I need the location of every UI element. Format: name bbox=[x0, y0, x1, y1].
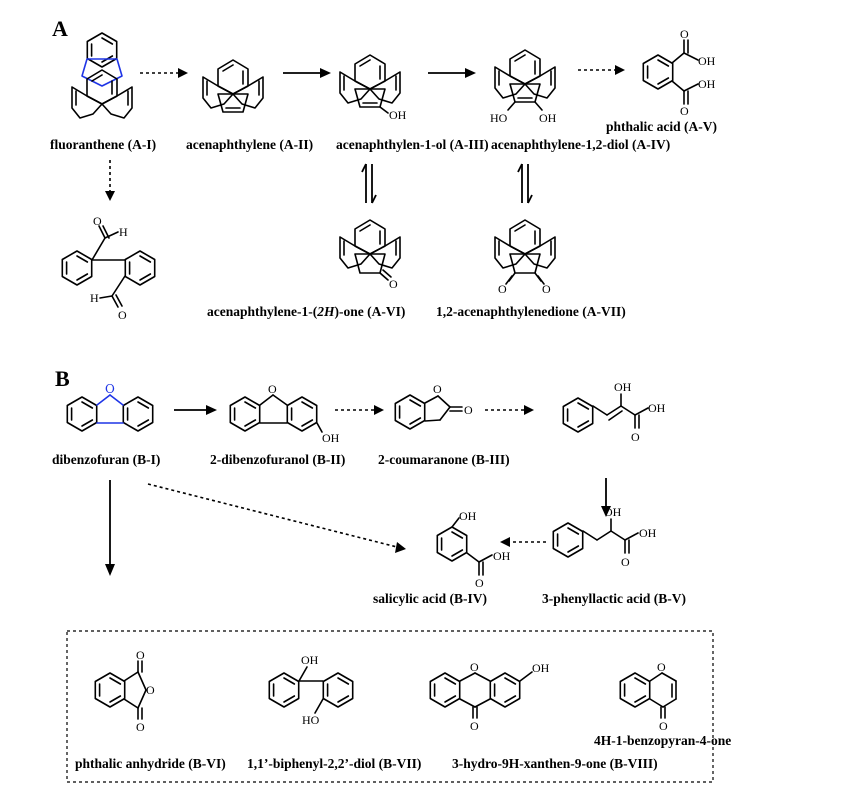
label-salicylic-acid: salicylic acid (B-IV) bbox=[373, 591, 487, 606]
panel-label-b: B bbox=[55, 366, 70, 391]
label-acenaphthylenedione: 1,2-acenaphthylenedione (A-VII) bbox=[436, 304, 626, 319]
label-coumaranone: 2-coumaranone (B-III) bbox=[378, 452, 510, 467]
atom-oh-bvii-top: OH bbox=[301, 653, 319, 667]
atom-o-chromone-carbonyl: O bbox=[659, 719, 668, 733]
acenaphthylen-1-ol-structure bbox=[339, 54, 401, 114]
label-avi-part2: )-one (A-VI) bbox=[335, 304, 406, 319]
phenyllactic-acid-structure bbox=[552, 518, 639, 558]
atom-o-avii-right: O bbox=[542, 282, 551, 296]
arrow-aiii-to-aiv bbox=[428, 68, 476, 78]
atom-oh-biv-acid: OH bbox=[493, 549, 511, 563]
atom-o-bvi-top: O bbox=[136, 648, 145, 662]
acenaphthylene-structure bbox=[202, 59, 264, 113]
atom-o-av-bottom: O bbox=[680, 104, 689, 118]
label-hydroxyxanthenone: 3-hydro-9H-xanthen-9-one (B-VIII) bbox=[452, 756, 658, 771]
label-phenyllactic-acid: 3-phenyllactic acid (B-V) bbox=[542, 591, 686, 606]
label-dibenzofuranol: 2-dibenzofuranol (B-II) bbox=[210, 452, 345, 467]
arrow-ai-to-aii bbox=[140, 68, 188, 78]
atom-o-av-top: O bbox=[680, 27, 689, 41]
atom-o-bvi-ring: O bbox=[146, 683, 155, 697]
equilibrium-aiv-avii bbox=[517, 163, 533, 204]
phthalic-acid-structure bbox=[642, 39, 699, 105]
atom-o-bviii-carbonyl: O bbox=[470, 719, 479, 733]
biphenyl-diol-structure bbox=[268, 666, 354, 714]
arrow-bi-to-biv bbox=[147, 483, 406, 553]
dibenzofuran-structure bbox=[66, 394, 154, 432]
atom-o-enol-acid: O bbox=[631, 430, 640, 444]
acenaphthylenedione-structure bbox=[494, 219, 556, 285]
atom-o-biii-ring: O bbox=[433, 382, 442, 396]
label-acenaphthylene: acenaphthylene (A-II) bbox=[186, 137, 313, 152]
atom-ho-aiv: HO bbox=[490, 111, 508, 125]
equilibrium-aiii-avi bbox=[361, 163, 377, 204]
dibenzofuranol-structure bbox=[229, 394, 323, 433]
arrow-enol-to-bv bbox=[601, 478, 611, 517]
label-phthalic-anhydride: phthalic anhydride (B-VI) bbox=[75, 756, 226, 771]
atom-o-avi: O bbox=[389, 277, 398, 291]
fluoranthene-structure bbox=[71, 32, 133, 119]
arrow-bi-down bbox=[105, 480, 115, 576]
label-fluoranthene: fluoranthene (A-I) bbox=[50, 137, 156, 152]
arrow-bii-to-biii bbox=[335, 405, 384, 415]
atom-oh-bii: OH bbox=[322, 431, 340, 445]
label-dibenzofuran: dibenzofuran (B-I) bbox=[52, 452, 160, 467]
atom-oh-bv-alpha: OH bbox=[604, 505, 622, 519]
panel-label-a: A bbox=[52, 16, 68, 41]
atom-o-biv-acid: O bbox=[475, 576, 484, 590]
atom-oh-enol: OH bbox=[614, 380, 632, 394]
coumaranone-structure bbox=[394, 394, 463, 430]
hydroxyxanthenone-structure bbox=[429, 671, 533, 719]
arrow-aii-to-aiii bbox=[283, 68, 331, 78]
acenaphthylene-1-2-diol-structure bbox=[494, 49, 556, 111]
phthalic-anhydride-structure bbox=[94, 660, 147, 720]
atom-oh-av-bottom: OH bbox=[698, 77, 716, 91]
salicylic-acid-structure bbox=[436, 517, 493, 576]
acenaphthylenone-structure bbox=[339, 219, 401, 281]
label-biphenyl-diol: 1,1’-biphenyl-2,2’-diol (B-VII) bbox=[247, 756, 421, 771]
atom-h-ald-bottom: H bbox=[90, 291, 99, 305]
atom-h-ald-top: H bbox=[119, 225, 128, 239]
atom-o-bvi-bottom: O bbox=[136, 720, 145, 734]
biphenyl-dicarbaldehyde-structure bbox=[61, 225, 156, 308]
arrow-biii-to-enol bbox=[485, 405, 534, 415]
atom-oh-av-top: OH bbox=[698, 54, 716, 68]
atom-oh-aiv: OH bbox=[539, 111, 557, 125]
label-phthalic-acid: phthalic acid (A-V) bbox=[606, 119, 717, 134]
chromone-structure bbox=[619, 672, 677, 719]
label-acenaphthylene-1-2-diol: acenaphthylene-1,2-diol (A-IV) bbox=[491, 137, 670, 152]
label-acenaphthylenone: acenaphthylene-1-(2H)-one (A-VI) bbox=[207, 304, 405, 319]
label-acenaphthylen-1-ol: acenaphthylen-1-ol (A-III) bbox=[336, 137, 489, 152]
products-box bbox=[66, 630, 714, 783]
atom-o-bv-acid: O bbox=[621, 555, 630, 569]
arrow-bi-to-bii bbox=[174, 405, 217, 415]
arrow-aiv-to-av bbox=[578, 65, 625, 75]
atom-oh-bv-acid: OH bbox=[639, 526, 657, 540]
atom-oh-enol-acid: OH bbox=[648, 401, 666, 415]
atom-oh-biv-phenol: OH bbox=[459, 509, 477, 523]
atom-o-ald-top: O bbox=[93, 214, 102, 228]
atom-oh-aiii: OH bbox=[389, 108, 407, 122]
atom-oh-bviii: OH bbox=[532, 661, 550, 675]
atom-o-avii-left: O bbox=[498, 282, 507, 296]
arrow-ai-down bbox=[105, 160, 115, 201]
atom-o-bii: O bbox=[268, 382, 277, 396]
phenyl-enol-acid-structure bbox=[562, 393, 649, 433]
arrow-bv-to-biv bbox=[500, 537, 546, 547]
atom-o-bi: O bbox=[105, 382, 115, 396]
atom-o-chromone-ring: O bbox=[657, 660, 666, 674]
label-avi-part1: acenaphthylene-1-( bbox=[207, 304, 318, 319]
atom-ho-bvii-bottom: HO bbox=[302, 713, 320, 727]
label-avi-italic: 2H bbox=[316, 304, 335, 319]
label-chromone: 4H-1-benzopyran-4-one bbox=[594, 733, 731, 748]
atom-o-biii-carbonyl: O bbox=[464, 403, 473, 417]
atom-o-ald-bottom: O bbox=[118, 308, 127, 322]
atom-o-bviii-ring: O bbox=[470, 660, 479, 674]
